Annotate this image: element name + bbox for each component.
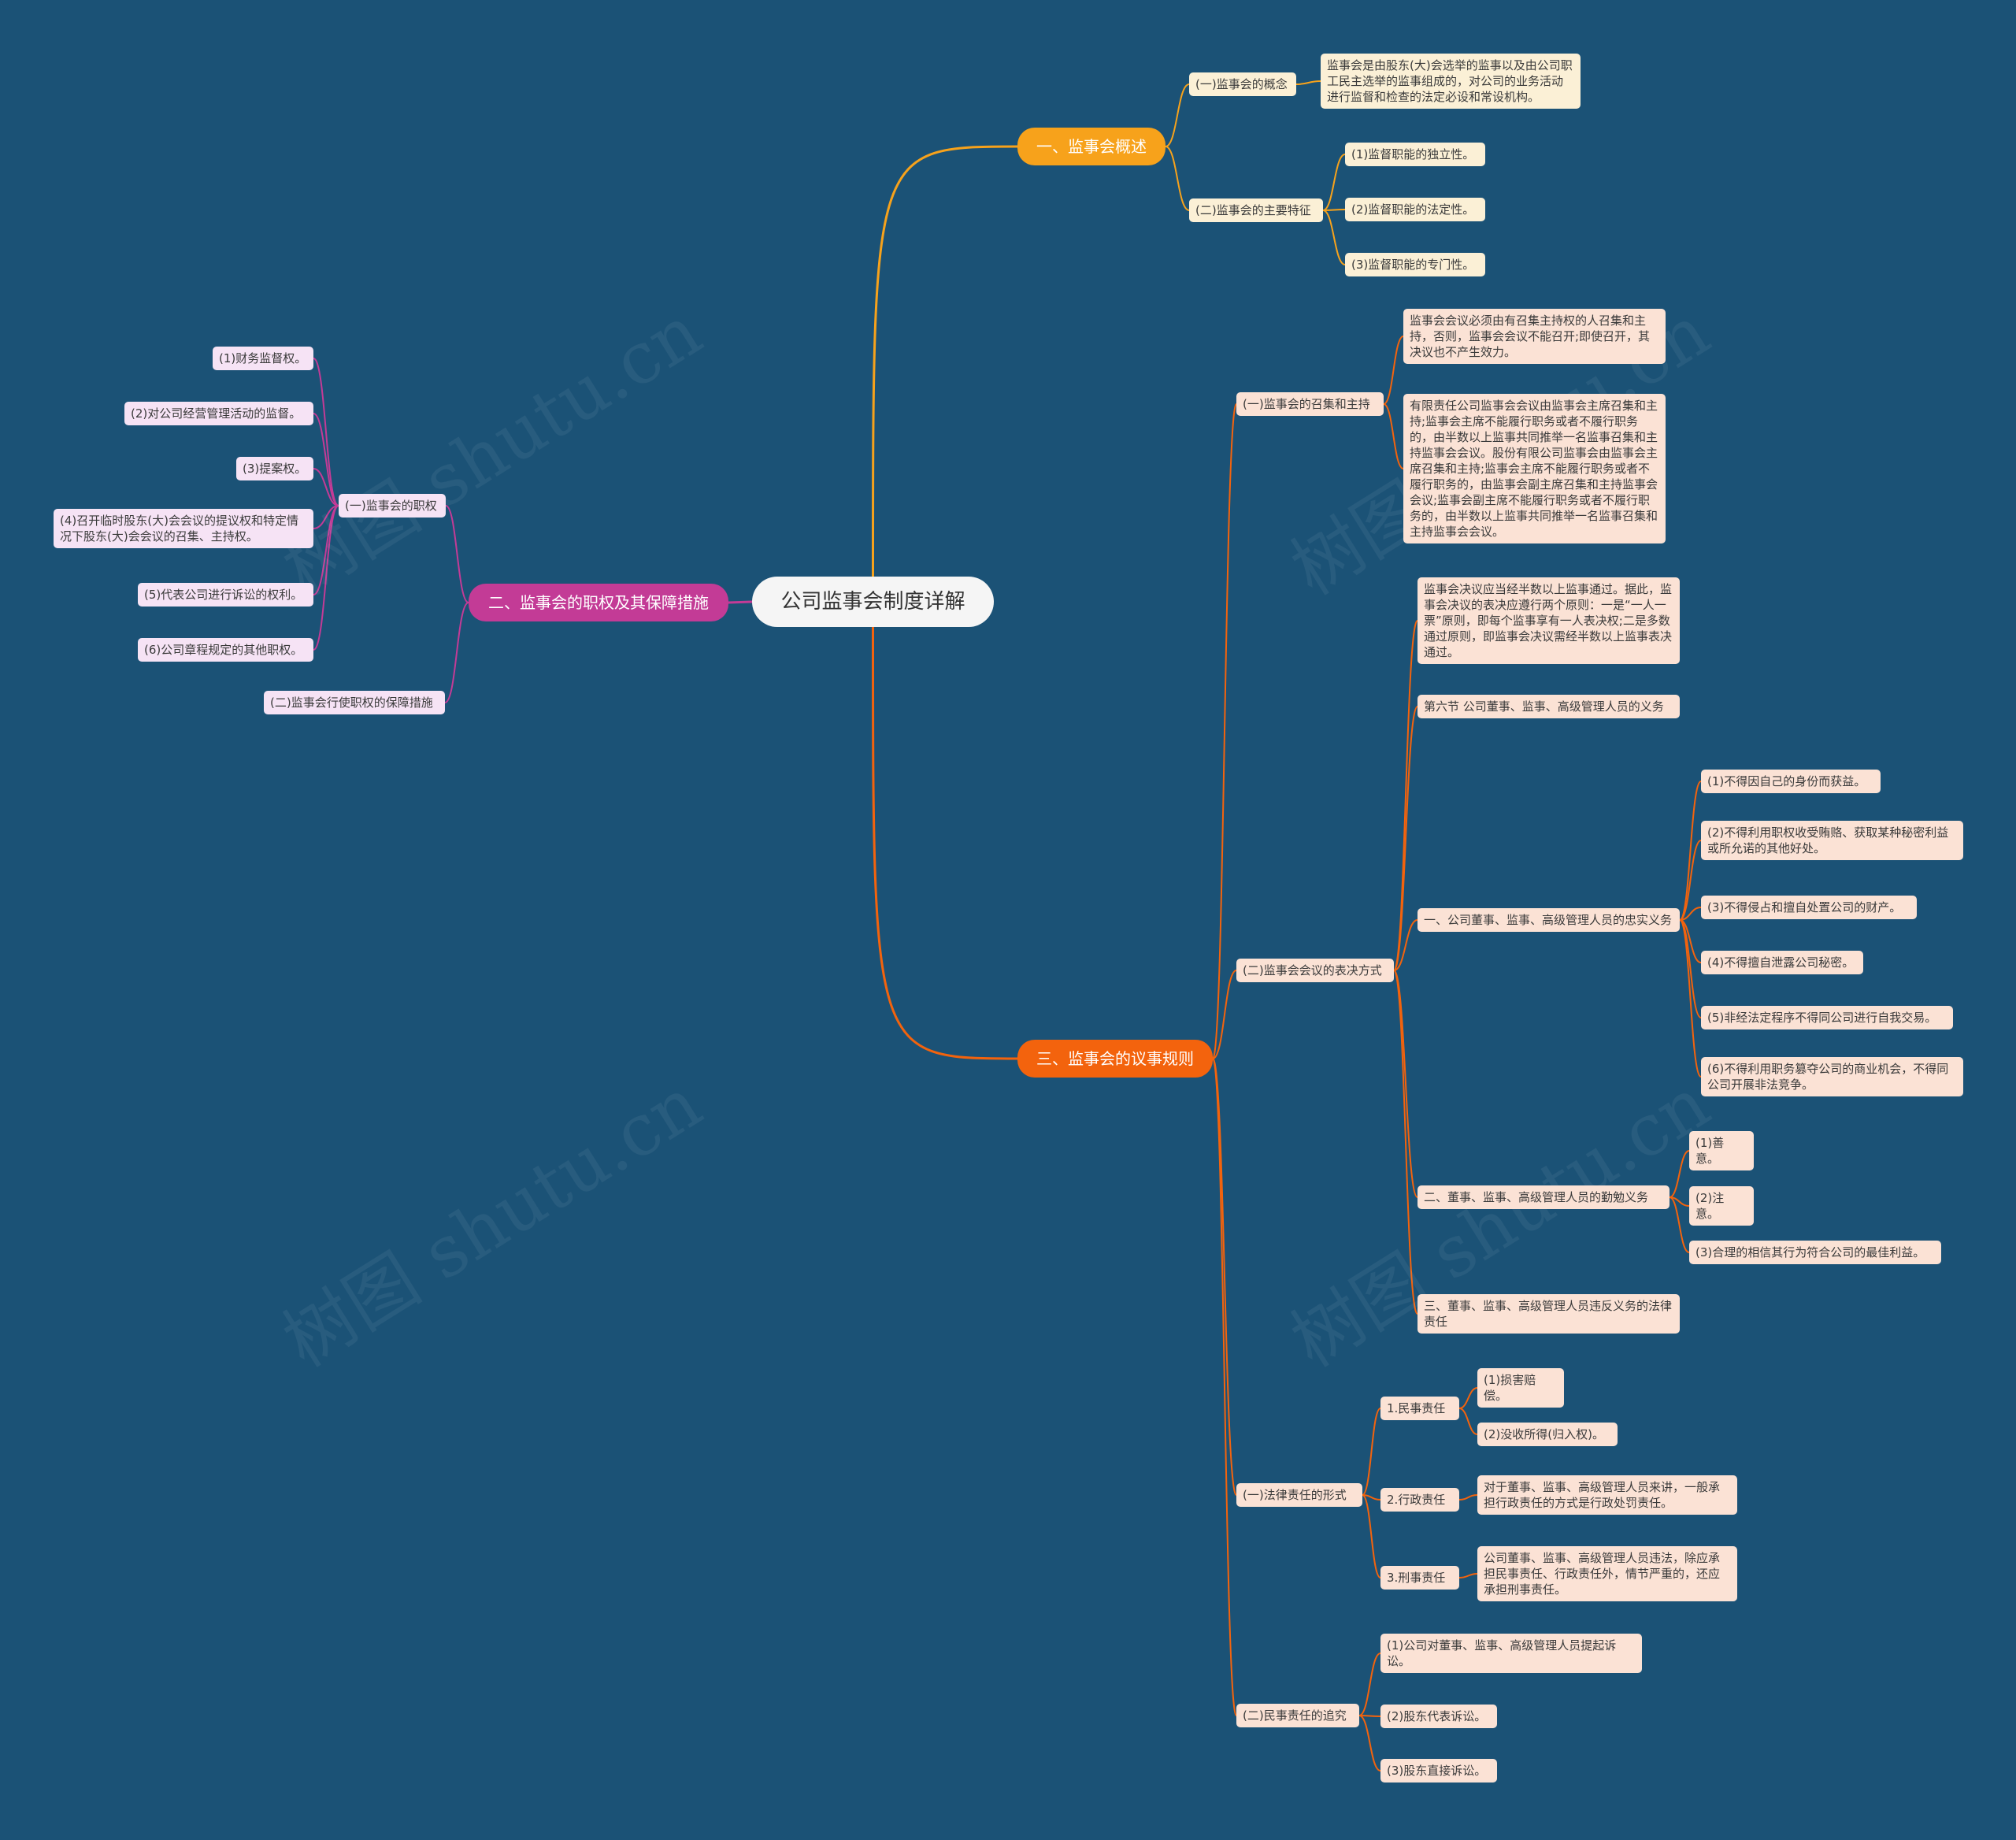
node-powers[interactable]: (一)监事会的职权 [339, 494, 446, 518]
node-criminal-text: 公司董事、监事、高级管理人员违法，除应承担民事责任、行政责任外，情节严重的，还应… [1477, 1546, 1737, 1601]
connector-line [872, 145, 1018, 577]
branch-rules[interactable]: 三、监事会的议事规则 [1017, 1040, 1213, 1078]
connector-line [1322, 210, 1346, 265]
connector-line [1322, 154, 1346, 211]
connector-line [1458, 1408, 1478, 1435]
list-item: (3)合理的相信其行为符合公司的最佳利益。 [1689, 1241, 1941, 1264]
connector-line [1212, 403, 1237, 1059]
list-item: (2)不得利用职权收受贿赂、获取某种秘密利益或所允诺的其他好处。 [1701, 821, 1963, 860]
list-item: (1)善意。 [1689, 1131, 1754, 1170]
node-forms[interactable]: (一)法律责任的形式 [1236, 1483, 1362, 1507]
list-item: (2)对公司经营管理活动的监督。 [124, 402, 313, 425]
list-item: (2)没收所得(归入权)。 [1477, 1423, 1618, 1446]
connector-line [313, 358, 339, 506]
connector-line [1362, 1408, 1381, 1496]
list-item: (4)不得擅自泄露公司秘密。 [1701, 951, 1863, 974]
node-admin-text: 对于董事、监事、高级管理人员来讲，一般承担行政责任的方式是行政处罚责任。 [1477, 1475, 1737, 1515]
connector-line [1383, 336, 1404, 405]
list-item: (5)非经法定程序不得同公司进行自我交易。 [1701, 1006, 1953, 1029]
connector-line [1458, 1494, 1478, 1501]
connector-line [728, 600, 753, 604]
node-pursuit[interactable]: (二)民事责任的追究 [1236, 1704, 1359, 1727]
list-item: (5)代表公司进行诉讼的权利。 [138, 583, 313, 607]
list-item: (2)股东代表诉讼。 [1380, 1705, 1497, 1728]
list-item: (1)不得因自己的身份而获益。 [1701, 770, 1881, 793]
list-item: (6)公司章程规定的其他职权。 [138, 638, 313, 662]
list-item: (1)监督职能的独立性。 [1345, 143, 1485, 166]
node-resolution-rule: 监事会决议应当经半数以上监事通过。据此，监事会决议的表决应遵行两个原则：一是“一… [1418, 577, 1680, 664]
connector-line [1362, 1494, 1381, 1578]
connector-line [1393, 970, 1418, 1315]
connector-line [872, 626, 1018, 1060]
list-item: (1)财务监督权。 [213, 347, 313, 370]
node-admin[interactable]: 2.行政责任 [1380, 1488, 1459, 1512]
node-diligence[interactable]: 二、董事、监事、高级管理人员的勤勉义务 [1418, 1185, 1670, 1209]
list-item: (2)注意。 [1689, 1186, 1754, 1226]
node-criminal[interactable]: 3.刑事责任 [1380, 1566, 1459, 1590]
list-item: (3)监督职能的专门性。 [1345, 253, 1485, 276]
connector-line [1393, 919, 1418, 971]
list-item: (3)不得侵占和擅自处置公司的财产。 [1701, 896, 1917, 919]
connector-line [1393, 970, 1418, 1198]
connector-line [1458, 1387, 1478, 1409]
node-civil[interactable]: 1.民事责任 [1380, 1397, 1459, 1420]
node-concept[interactable]: (一)监事会的概念 [1189, 72, 1296, 96]
node-resolution[interactable]: (二)监事会会议的表决方式 [1236, 959, 1394, 982]
connector-line [1679, 781, 1702, 921]
connector-line [313, 468, 339, 506]
connector-line [313, 505, 339, 651]
connector-line [445, 505, 469, 603]
root-topic[interactable]: 公司监事会制度详解 [752, 577, 994, 627]
list-item: (2)监督职能的法定性。 [1345, 198, 1485, 221]
connector-line [1212, 1058, 1237, 1716]
node-convene-text: 监事会会议必须由有召集主持权的人召集和主持，否则，监事会会议不能召开;即使召开，… [1403, 309, 1666, 364]
branch-powers[interactable]: 二、监事会的职权及其保障措施 [469, 584, 728, 621]
node-convene-text: 有限责任公司监事会会议由监事会主席召集和主持;监事会主席不能履行职务或者不履行职… [1403, 394, 1666, 543]
connector-line [1295, 80, 1321, 85]
list-item: (6)不得利用职务篡夺公司的商业机会，不得同公司开展非法竞争。 [1701, 1057, 1963, 1096]
connector-line [1165, 146, 1190, 211]
node-concept-text: 监事会是由股东(大)会选举的监事以及由公司职工民主选举的监事组成的，对公司的业务… [1321, 54, 1581, 109]
node-loyalty[interactable]: 一、公司董事、监事、高级管理人员的忠实义务 [1418, 908, 1680, 932]
branch-overview[interactable]: 一、监事会概述 [1017, 128, 1166, 165]
list-item: (1)损害赔偿。 [1477, 1368, 1564, 1408]
connector-line [1358, 1715, 1381, 1771]
connector-line [1212, 1058, 1237, 1496]
connector-line [1165, 83, 1190, 147]
node-guarantee[interactable]: (二)监事会行使职权的保障措施 [264, 691, 445, 714]
list-item: (4)召开临时股东(大)会会议的提议权和特定情况下股东(大)会会议的召集、主持权… [54, 509, 313, 548]
connector-line [1362, 1494, 1381, 1501]
node-convene[interactable]: (一)监事会的召集和主持 [1236, 392, 1384, 416]
connector-line [1669, 1150, 1690, 1198]
connector-line [1458, 1573, 1478, 1578]
connector-line [1383, 403, 1404, 469]
connector-line [1393, 620, 1418, 971]
node-section-title: 第六节 公司董事、监事、高级管理人员的义务 [1418, 695, 1680, 718]
node-features[interactable]: (二)监事会的主要特征 [1189, 198, 1323, 222]
list-item: (1)公司对董事、监事、高级管理人员提起诉讼。 [1380, 1634, 1642, 1673]
connector-line [444, 602, 469, 703]
node-liability: 三、董事、监事、高级管理人员违反义务的法律责任 [1418, 1294, 1680, 1334]
list-item: (3)股东直接诉讼。 [1380, 1759, 1497, 1782]
connector-line [1358, 1653, 1381, 1716]
connector-line [1679, 840, 1702, 921]
connector-line [313, 413, 339, 506]
connector-line [1679, 907, 1702, 921]
connector-line [1679, 919, 1702, 1078]
connector-line [1212, 970, 1237, 1059]
list-item: (3)提案权。 [236, 457, 313, 480]
connector-line [1393, 706, 1418, 971]
connector-line [1669, 1196, 1690, 1253]
